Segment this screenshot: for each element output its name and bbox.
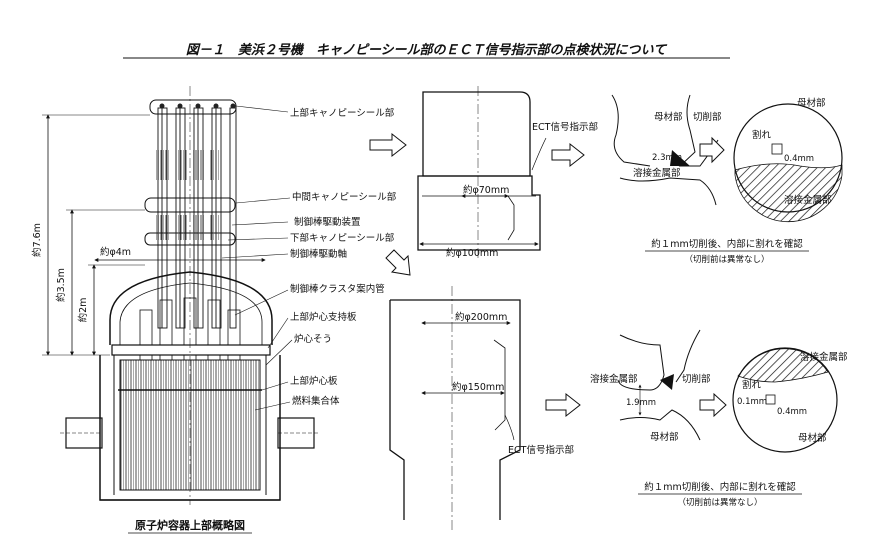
upper-weld-label: 溶接金属部 [633, 167, 681, 179]
label-fuel-assembly: 燃料集合体 [292, 395, 340, 407]
vessel-leaders [221, 105, 293, 411]
dim-70mm: 約φ70mm [463, 184, 509, 196]
arrow-to-upper-crack [551, 142, 585, 168]
lower-note-sub: （切削前は異常なし） [677, 497, 762, 508]
label-upper-support-plate: 上部炉心支持板 [290, 311, 357, 323]
label-middle-canopy: 中間キャノピーシール部 [292, 191, 396, 203]
arrow-to-upper-detail [369, 132, 407, 158]
label-upper-canopy: 上部キャノピーシール部 [290, 107, 394, 119]
vessel-caption: 原子炉容器上部概略図 [135, 518, 245, 532]
upper-zoom-weld: 溶接金属部 [784, 194, 832, 206]
lower-zoom-crack: 割れ [742, 379, 762, 391]
reactor-vessel: 約7.6m 約3.5m 約2m 約φ4m [31, 86, 320, 505]
upper-ect-label: ECT信号指示部 [532, 121, 598, 133]
lower-zoom-base: 母材部 [798, 432, 827, 444]
dim-3-5m: 約3.5m [55, 268, 67, 302]
lower-base-label: 母材部 [650, 431, 679, 443]
lower-dim-1-9mm: 1.9mm [626, 398, 656, 408]
label-crdm: 制御棒駆動装置 [294, 216, 361, 228]
upper-zoom-dim: 0.4mm [784, 154, 814, 164]
dim-7-6m: 約7.6m [31, 223, 43, 257]
lower-ect-label: ECT信号指示部 [508, 444, 574, 456]
upper-note-sub: （切削前は異常なし） [684, 254, 769, 265]
arrow-to-lower-detail [385, 249, 411, 276]
upper-canopy-detail: ECT信号指示部 約φ70mm 約φ100mm [417, 86, 598, 259]
label-upper-core-plate: 上部炉心板 [290, 375, 338, 387]
label-core-barrel: 炉心そう [294, 333, 332, 345]
dim-2m: 約2m [77, 298, 89, 323]
lower-note: 約１mm切削後、内部に割れを確認 [644, 481, 796, 493]
lower-crack-section: 溶接金属部 切削部 1.9mm 母材部 溶接金属部 割れ 0.1mm 0.4mm… [590, 329, 848, 508]
dim-200mm: 約φ200mm [455, 311, 507, 323]
lower-cut-label: 切削部 [682, 373, 711, 385]
upper-dim-2-3mm: 2.3mm [652, 153, 682, 163]
upper-zoom-base: 母材部 [797, 97, 826, 109]
upper-crack-section: 母材部 切削部 2.3mm 溶接金属部 母材部 割れ 0.4mm 溶接金属部 約… [611, 94, 843, 265]
lower-zoom-dim2: 0.4mm [777, 407, 807, 417]
lower-canopy-detail: 約φ200mm 約φ150mm ECT信号指示部 [389, 286, 574, 530]
dim-150mm: 約φ150mm [452, 381, 504, 393]
dim-100mm: 約φ100mm [446, 247, 498, 259]
vessel-labels: 上部キャノピーシール部 中間キャノピーシール部 制御棒駆動装置 下部キャノピーシ… [290, 107, 396, 407]
label-guide-tube: 制御棒クラスタ案内管 [290, 283, 385, 295]
upper-base-label: 母材部 [654, 111, 683, 123]
label-lower-canopy: 下部キャノピーシール部 [290, 232, 394, 244]
label-drive-shaft: 制御棒駆動軸 [290, 248, 347, 260]
figure-title: 図－１ 美浜２号機 キャノピーシール部のＥＣＴ信号指示部の点検状況について [186, 42, 668, 58]
upper-cut-label: 切削部 [693, 111, 722, 123]
arrow-to-lower-crack [545, 392, 581, 418]
upper-note: 約１mm切削後、内部に割れを確認 [651, 238, 803, 250]
lower-zoom-weld: 溶接金属部 [800, 351, 848, 363]
dim-4m-dia: 約φ4m [100, 246, 131, 258]
lower-zoom-dim1: 0.1mm [737, 397, 767, 407]
upper-zoom-crack: 割れ [752, 129, 772, 141]
lower-weld-label: 溶接金属部 [590, 373, 638, 385]
